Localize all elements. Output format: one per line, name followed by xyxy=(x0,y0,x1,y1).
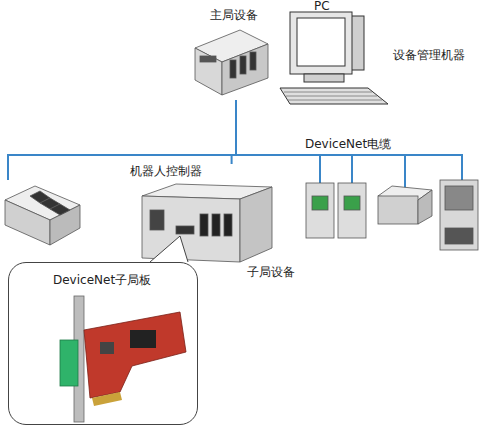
slave-module xyxy=(306,183,334,238)
board-chip xyxy=(100,342,114,354)
node-text: 主局设备 xyxy=(210,8,258,22)
monitor-frame xyxy=(290,12,352,74)
monitor-screen xyxy=(297,18,345,66)
slave-devices xyxy=(306,180,478,250)
device-port xyxy=(200,56,216,62)
pc-node: PC 设备管理机器 xyxy=(278,0,478,108)
controller-side xyxy=(240,187,272,262)
pcie-edge xyxy=(92,392,122,406)
controller-port xyxy=(200,214,208,236)
monitor-base xyxy=(304,74,344,82)
slave-panel xyxy=(440,180,478,250)
devicenet-board xyxy=(60,296,186,422)
cable-connector xyxy=(232,102,236,164)
panel-screen xyxy=(445,186,473,210)
controller-port xyxy=(224,214,232,236)
keyboard-keys xyxy=(284,92,382,100)
bus-line xyxy=(8,155,462,180)
controller-port xyxy=(212,214,220,236)
node-text: DeviceNet子局板 xyxy=(53,273,151,287)
node-text: 设备管理机器 xyxy=(393,48,465,62)
controller-port xyxy=(176,226,194,234)
device-side xyxy=(50,205,80,245)
slave-label: 子局设备 xyxy=(247,265,295,279)
device-module xyxy=(50,204,70,215)
slave-device xyxy=(5,186,80,245)
robot-controller xyxy=(142,184,272,262)
device-side xyxy=(222,44,268,95)
board-chip xyxy=(130,330,156,348)
drop-line xyxy=(235,100,237,155)
master-device xyxy=(195,30,268,95)
devicenet-cable xyxy=(8,100,462,188)
cable-label: DeviceNet电缆 xyxy=(305,137,391,151)
slave-module xyxy=(338,183,366,238)
device-front xyxy=(5,200,50,245)
controller-front xyxy=(142,196,240,262)
callout-box: DeviceNet子局板 xyxy=(8,262,198,425)
device-module xyxy=(250,52,256,70)
master-device: 主局设备 xyxy=(190,8,272,102)
green-connector xyxy=(60,340,78,386)
device-module xyxy=(230,60,236,78)
controller-port xyxy=(150,210,164,230)
keyboard xyxy=(280,88,388,104)
robot-controller-node: 机器人控制器 xyxy=(128,164,276,263)
device-front xyxy=(195,48,222,95)
drop-line xyxy=(404,155,406,188)
slave-io xyxy=(378,196,418,224)
callout-pointer xyxy=(150,236,188,262)
node-text: PC xyxy=(314,0,330,13)
pcb xyxy=(84,312,186,398)
node-text: 机器人控制器 xyxy=(130,164,202,178)
drop-line xyxy=(351,155,353,183)
device-module xyxy=(240,56,246,74)
drop-line xyxy=(319,155,321,183)
device-side xyxy=(418,190,432,224)
module-display xyxy=(344,196,360,210)
panel-keys xyxy=(445,228,473,244)
module-display xyxy=(312,196,328,210)
pc-illustration xyxy=(280,12,388,104)
